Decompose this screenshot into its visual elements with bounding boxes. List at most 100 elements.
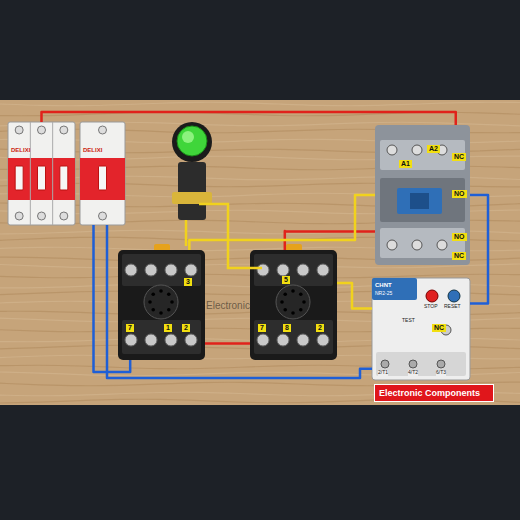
- screw: [60, 126, 68, 134]
- screw: [277, 334, 289, 346]
- window-slot: [410, 193, 429, 209]
- terminal-number: 7: [126, 324, 134, 332]
- screw: [185, 334, 197, 346]
- screw: [299, 292, 303, 296]
- screw: [170, 300, 174, 304]
- screw: [177, 126, 207, 156]
- overload-relay: [372, 278, 470, 380]
- part: [80, 122, 125, 225]
- wire: [185, 220, 188, 246]
- contactor: [375, 125, 470, 265]
- screw: [283, 308, 287, 312]
- screw: [291, 311, 295, 315]
- screw: [148, 300, 152, 304]
- screw: [257, 334, 269, 346]
- part-label: 2/T1: [378, 370, 388, 376]
- part-label: Electronic Components: [379, 388, 480, 398]
- circuit-breaker: [8, 122, 75, 225]
- part: [375, 125, 470, 265]
- pole-divider: [30, 122, 31, 225]
- toggle: [38, 166, 46, 190]
- terminal-number: 8: [283, 324, 291, 332]
- terminal-number: NC: [452, 153, 466, 161]
- red-band: [8, 158, 75, 200]
- terminal-number: A2: [427, 145, 440, 153]
- terminal-number: 2: [316, 324, 324, 332]
- part: [372, 278, 470, 380]
- wood-board: [0, 100, 520, 405]
- wire: [337, 283, 372, 309]
- screw: [283, 292, 287, 296]
- pole-divider: [52, 122, 53, 225]
- contactor: A1A2NCNONONC: [375, 125, 470, 265]
- screw: [99, 126, 107, 134]
- part: [8, 122, 75, 225]
- relay-socket: [250, 244, 337, 360]
- screw: [125, 334, 137, 346]
- terminal-number: 1: [164, 324, 172, 332]
- terminal-number: NC: [452, 252, 466, 260]
- screw: [297, 334, 309, 346]
- watermark: Electronic: [206, 300, 250, 311]
- screw: [159, 289, 163, 293]
- circuit-breaker: [80, 122, 125, 225]
- screw: [317, 264, 329, 276]
- blue-panel: [372, 278, 417, 300]
- part-label: DELIXI: [83, 147, 102, 154]
- wire: [42, 112, 456, 125]
- wire: [285, 231, 375, 250]
- screw: [38, 126, 46, 134]
- terminal-number: 2: [182, 324, 190, 332]
- window: [397, 188, 442, 214]
- screw: [167, 308, 171, 312]
- screw: [145, 334, 157, 346]
- contact-block: [172, 192, 212, 204]
- screw: [38, 212, 46, 220]
- part-label: TEST: [402, 318, 415, 324]
- part-label: NR2-25: [375, 291, 392, 297]
- screw: [299, 308, 303, 312]
- screw: [167, 292, 171, 296]
- screw: [15, 126, 23, 134]
- screw: [276, 285, 310, 319]
- screw: [277, 264, 289, 276]
- circuit-breaker: DELIXI: [80, 122, 125, 225]
- wood-grain: [0, 112, 520, 116]
- screw: [381, 360, 389, 368]
- part-label: DELIXI: [11, 147, 30, 154]
- screw: [151, 292, 155, 296]
- screw: [412, 145, 422, 155]
- wire: [107, 225, 372, 378]
- screw: [280, 300, 284, 304]
- screw: [302, 300, 306, 304]
- screw: [159, 311, 163, 315]
- screw: [426, 290, 438, 302]
- screw: [387, 145, 397, 155]
- part-label: RESET: [444, 304, 461, 310]
- wire: [205, 342, 250, 345]
- screw: [409, 360, 417, 368]
- relay-socket: 5782: [250, 250, 337, 360]
- part-label: 4/T2: [408, 370, 418, 376]
- overload-relay: CHNTNR2-25STOPRESETTESTNC2/T14/T26/T3: [372, 278, 470, 380]
- screw: [387, 240, 397, 250]
- screw: [99, 212, 107, 220]
- screw: [15, 212, 23, 220]
- part: [376, 352, 466, 376]
- screw: [297, 264, 309, 276]
- circuit-breaker: DELIXI: [8, 122, 75, 225]
- screw: [317, 334, 329, 346]
- screw: [257, 264, 269, 276]
- terminal-number: A1: [399, 160, 412, 168]
- screw: [437, 240, 447, 250]
- part-label: 6/T3: [436, 370, 446, 376]
- wire: [470, 195, 488, 304]
- screw: [151, 308, 155, 312]
- screw: [165, 264, 177, 276]
- terminal-row: [254, 254, 333, 286]
- screw: [145, 264, 157, 276]
- toggle: [60, 166, 68, 190]
